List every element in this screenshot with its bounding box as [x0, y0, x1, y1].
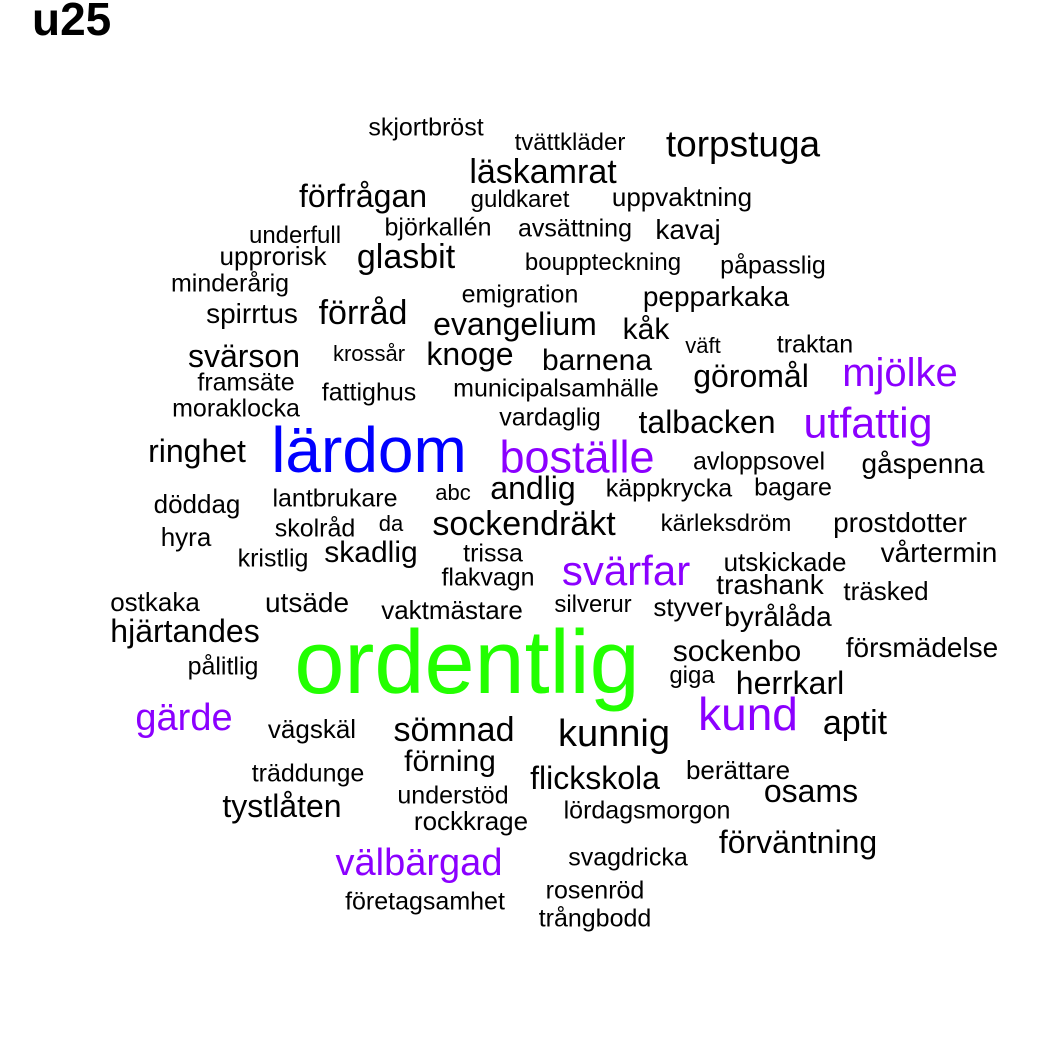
cloud-word: lördagsmorgon [563, 796, 731, 825]
cloud-word: tystlåten [222, 788, 342, 824]
cloud-word: förning [404, 745, 496, 778]
cloud-word: svagdricka [568, 843, 688, 872]
cloud-word: förråd [318, 294, 408, 332]
cloud-word: knoge [426, 336, 514, 372]
cloud-word: sockenbo [672, 635, 802, 668]
cloud-word: barnena [541, 344, 653, 377]
cloud-word: emigration [461, 280, 579, 309]
cloud-word: sockendräkt [432, 505, 616, 543]
cloud-word: fattighus [321, 378, 417, 407]
cloud-word: abc [435, 480, 471, 505]
cloud-word: sömnad [393, 711, 515, 749]
cloud-word: flakvagn [441, 563, 535, 592]
cloud-word: utfattig [803, 399, 933, 448]
cloud-word: moraklocka [172, 394, 300, 423]
cloud-word: träsked [843, 576, 929, 606]
cloud-word: krossår [332, 341, 406, 366]
cloud-word: giga [669, 662, 715, 689]
cloud-word: avloppsovel [692, 447, 826, 476]
cloud-word: trissa [463, 539, 523, 568]
cloud-word: döddag [153, 489, 241, 519]
cloud-word: skolråd [274, 514, 356, 543]
cloud-word: rosenröd [545, 876, 645, 905]
cloud-word: svärfar [561, 547, 691, 594]
cloud-word: rockkrage [413, 806, 529, 836]
cloud-word: träddunge [251, 759, 365, 788]
cloud-word: underfull [248, 222, 342, 249]
cloud-word: vaktmästare [381, 595, 523, 625]
cloud-word: styver [653, 592, 723, 622]
cloud-word: gärde [135, 697, 233, 739]
cloud-word: kavaj [655, 214, 721, 245]
cloud-word: ringhet [148, 433, 246, 469]
cloud-word: påpasslig [720, 251, 826, 280]
cloud-word: aptit [822, 704, 888, 742]
cloud-word: traktan [776, 330, 854, 359]
cloud-word: talbacken [638, 404, 776, 440]
cloud-word: mjölke [842, 351, 958, 395]
cloud-word: göromål [693, 358, 809, 394]
cloud-word: förfrågan [298, 178, 428, 214]
cloud-word: utskickade [723, 547, 847, 577]
cloud-word: ostkaka [110, 587, 200, 617]
cloud-word: boställe [499, 431, 655, 483]
cloud-word: understöd [397, 781, 509, 810]
cloud-word: minderårig [170, 269, 290, 298]
cloud-word: prostdotter [833, 507, 967, 538]
cloud-word: lärdom [271, 414, 467, 486]
cloud-word: svärson [187, 338, 301, 374]
cloud-word: osams [763, 773, 859, 809]
cloud-word: käppkrycka [605, 474, 733, 503]
cloud-word: vägskäl [267, 714, 357, 744]
cloud-word: trångbodd [538, 904, 652, 933]
cloud-word: pålitlig [187, 652, 259, 681]
cloud-word: väft [685, 333, 721, 358]
cloud-word: bagare [754, 473, 832, 502]
cloud-word: välbärgad [335, 842, 503, 884]
cloud-word: byrålåda [724, 601, 832, 632]
cloud-word: gåspenna [861, 448, 985, 479]
cloud-word: lantbrukare [272, 484, 398, 513]
cloud-word: utsäde [264, 587, 350, 618]
cloud-word: hjärtandes [110, 613, 260, 649]
cloud-word: kund [698, 688, 798, 740]
cloud-word: evangelium [433, 306, 597, 342]
cloud-word: tvättkläder [514, 129, 626, 156]
cloud-word: hyra [160, 522, 212, 552]
cloud-word: björkallén [384, 213, 492, 242]
cloud-word: kåk [622, 313, 670, 346]
cloud-word: skadlig [324, 536, 418, 569]
cloud-word: avsättning [518, 214, 632, 243]
page-title: u25 [32, 0, 112, 45]
cloud-word: guldkaret [470, 186, 570, 213]
cloud-word: bouppteckning [524, 249, 682, 276]
cloud-word: ordentlig [294, 613, 640, 713]
cloud-word: spirrtus [206, 298, 298, 329]
cloud-word: municipalsamhälle [453, 374, 659, 403]
cloud-word: glasbit [356, 238, 456, 276]
cloud-word: silverur [554, 591, 632, 618]
cloud-word: andlig [490, 470, 576, 506]
cloud-word: berättare [685, 755, 791, 785]
cloud-word: pepparkaka [642, 281, 790, 312]
cloud-word: framsäte [197, 368, 295, 397]
cloud-word: herrkarl [735, 665, 845, 701]
cloud-word: kunnig [558, 713, 670, 755]
cloud-word: läskamrat [469, 153, 617, 191]
cloud-word: da [378, 511, 404, 536]
cloud-word: vårtermin [880, 537, 998, 568]
cloud-word: företagsamhet [345, 887, 505, 916]
cloud-word: flickskola [530, 760, 660, 796]
cloud-word: kärleksdröm [660, 510, 792, 537]
cloud-word: kristlig [237, 544, 309, 573]
cloud-word: vardaglig [499, 403, 601, 432]
cloud-word: trashank [716, 569, 824, 600]
cloud-word: förväntning [718, 824, 878, 860]
cloud-word: försmädelse [845, 632, 999, 663]
cloud-word: uppvaktning [611, 182, 753, 212]
cloud-word: upprorisk [219, 241, 327, 271]
cloud-word: torpstuga [665, 123, 821, 165]
cloud-word: skjortbröst [368, 113, 484, 142]
